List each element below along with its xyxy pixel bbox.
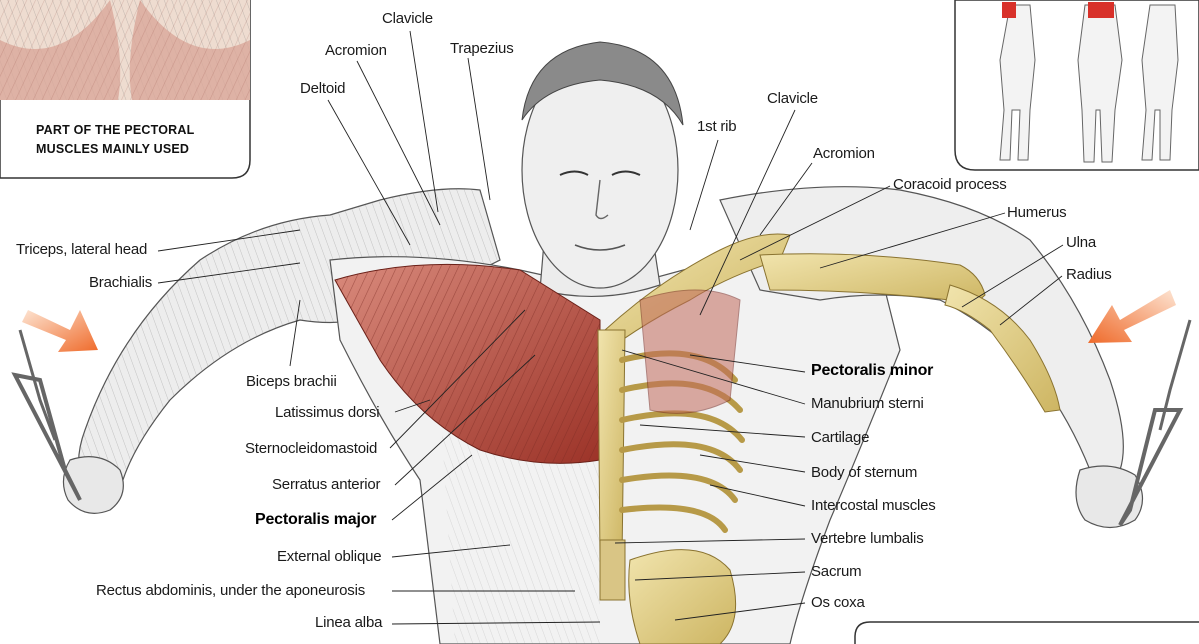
inset-caption: PART OF THE PECTORAL MUSCLES MAINLY USED — [36, 121, 194, 159]
inset-caption-line1: PART OF THE PECTORAL — [36, 121, 194, 140]
label-biceps-brachii: Biceps brachii — [246, 373, 337, 390]
label-radius: Radius — [1066, 266, 1112, 283]
label-deltoid: Deltoid — [300, 80, 345, 97]
label-triceps-lateral-head: Triceps, lateral head — [16, 241, 147, 258]
label-vertebre-lumbalis: Vertebre lumbalis — [811, 530, 924, 547]
inset-panel-bottom — [855, 622, 1199, 644]
label-linea-alba: Linea alba — [315, 614, 382, 631]
label-sacrum: Sacrum — [811, 563, 861, 580]
label-manubrium-sterni: Manubrium sterni — [811, 395, 924, 412]
arrow-right-icon — [1088, 290, 1176, 343]
label-coracoid-process: Coracoid process — [893, 176, 1007, 193]
label-ulna: Ulna — [1066, 234, 1096, 251]
label-sternocleidomastoid: Sternocleidomastoid — [245, 440, 377, 457]
label-clavicle-right: Clavicle — [767, 90, 818, 107]
arrow-left-icon — [22, 310, 98, 352]
label-acromion-right: Acromion — [813, 145, 875, 162]
label-body-of-sternum: Body of sternum — [811, 464, 917, 481]
label-cartilage: Cartilage — [811, 429, 869, 446]
label-acromion-left: Acromion — [325, 42, 387, 59]
label-latissimus-dorsi: Latissimus dorsi — [275, 404, 379, 421]
label-rectus-abdominis: Rectus abdominis, under the aponeurosis — [96, 582, 365, 599]
label-pectoralis-major: Pectoralis major — [255, 511, 376, 529]
label-trapezius: Trapezius — [450, 40, 514, 57]
label-first-rib: 1st rib — [697, 118, 736, 135]
label-serratus-anterior: Serratus anterior — [272, 476, 380, 493]
label-intercostal-muscles: Intercostal muscles — [811, 497, 936, 514]
inset-panel-figures — [955, 0, 1199, 170]
label-clavicle-left: Clavicle — [382, 10, 433, 27]
label-external-oblique: External oblique — [277, 548, 381, 565]
label-humerus: Humerus — [1007, 204, 1066, 221]
label-pectoralis-minor: Pectoralis minor — [811, 362, 933, 380]
label-os-coxa: Os coxa — [811, 594, 865, 611]
label-brachialis: Brachialis — [89, 274, 152, 291]
inset-caption-line2: MUSCLES MAINLY USED — [36, 140, 194, 159]
